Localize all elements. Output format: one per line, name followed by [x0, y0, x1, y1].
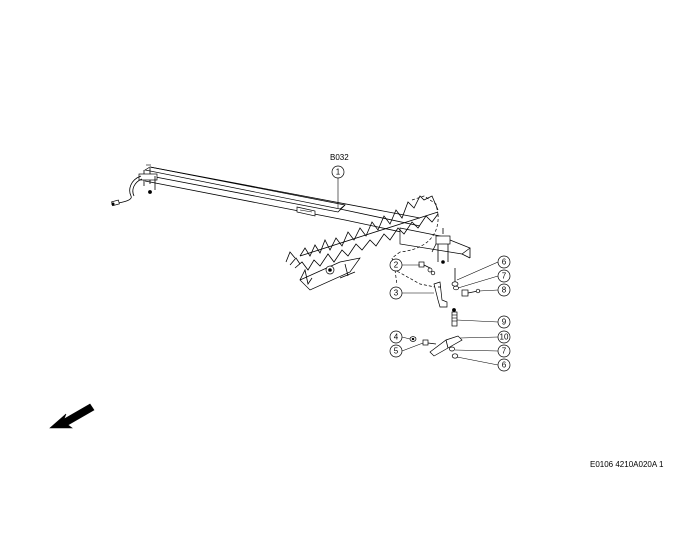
washer-part-4	[409, 336, 417, 342]
svg-text:10: 10	[500, 333, 509, 342]
callout-2: 2	[389, 258, 403, 272]
svg-text:8: 8	[502, 286, 507, 295]
callout-1: 1	[331, 165, 345, 179]
bolt-part-5	[422, 339, 437, 346]
callout-leaders	[337, 178, 499, 366]
svg-text:7: 7	[502, 347, 507, 356]
direction-arrow-icon	[49, 403, 95, 429]
callout-4: 4	[389, 330, 403, 344]
callout-5: 5	[389, 344, 403, 358]
callout-7-lower: 7	[497, 344, 511, 358]
callout-6-upper: 6	[497, 255, 511, 269]
right-beam-bracket	[435, 228, 451, 264]
svg-text:4: 4	[394, 333, 399, 342]
callout-9: 9	[497, 315, 511, 329]
knife-blade	[285, 195, 439, 291]
link-plate-part-10	[429, 335, 463, 357]
sensor-cable	[111, 175, 143, 207]
drawing-reference: E0106 4210A020A 1	[590, 460, 664, 469]
callout-10: 10	[497, 330, 511, 344]
callout-3: 3	[389, 286, 403, 300]
lower-washers	[449, 346, 459, 359]
bolt-part-2	[418, 261, 436, 276]
svg-text:6: 6	[502, 361, 507, 370]
svg-text:2: 2	[394, 261, 399, 270]
svg-text:3: 3	[394, 289, 399, 298]
bolt-part-8	[461, 288, 481, 297]
svg-text:6: 6	[502, 258, 507, 267]
washer-stack	[451, 268, 459, 291]
svg-text:7: 7	[502, 272, 507, 281]
bracket-part-3	[433, 281, 448, 308]
callout-8: 8	[497, 283, 511, 297]
stud-part-9	[451, 308, 458, 327]
callout-7-upper: 7	[497, 269, 511, 283]
cutter-bar-beam	[144, 166, 471, 259]
svg-text:9: 9	[502, 318, 507, 327]
assembly-code-label: B032	[330, 153, 349, 162]
svg-text:5: 5	[394, 347, 399, 356]
svg-text:1: 1	[336, 168, 341, 177]
callout-6-lower: 6	[497, 358, 511, 372]
